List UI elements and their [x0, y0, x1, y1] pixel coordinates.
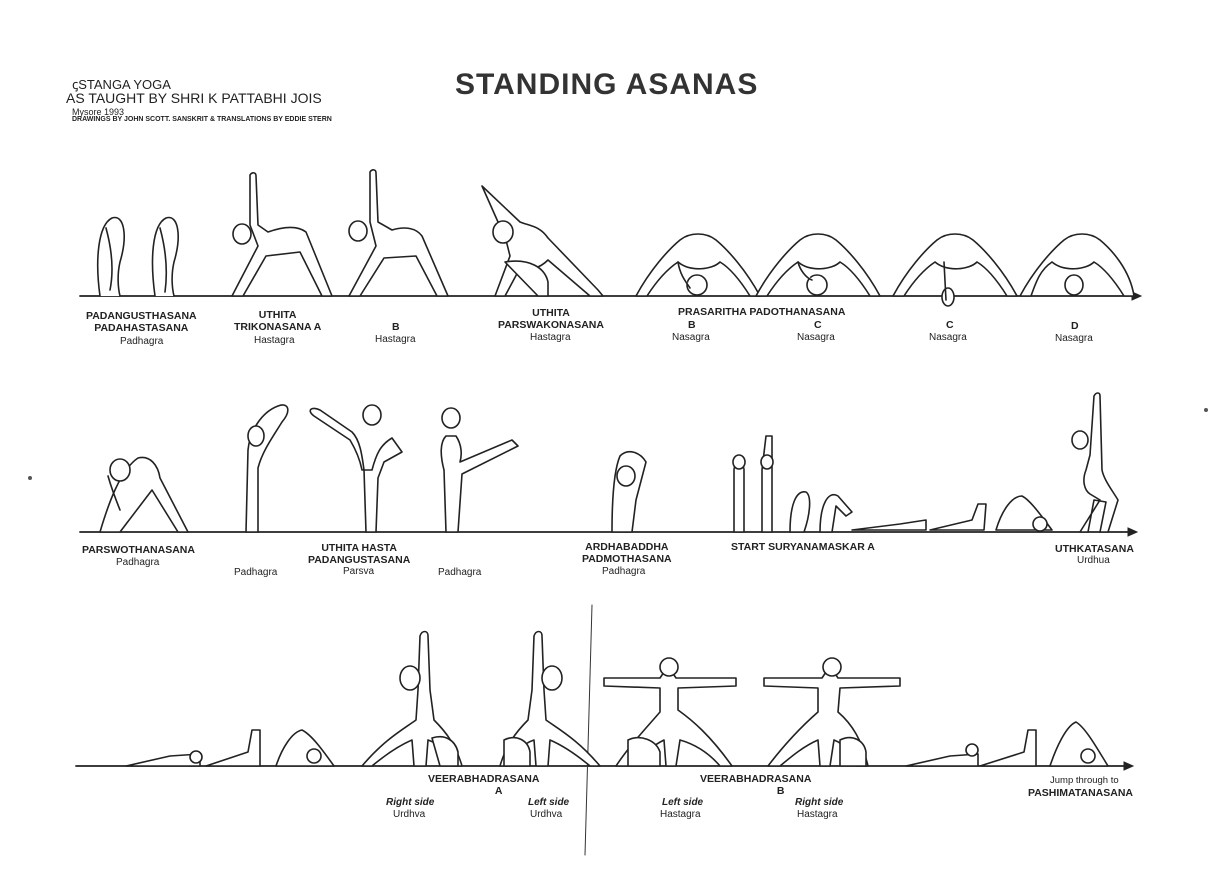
drishti-parswothanasana: Padhagra — [116, 557, 160, 568]
row2-arrow-icon — [1127, 527, 1139, 537]
header-line-ashtanga: ꞔSTANGA YOGA — [72, 77, 171, 92]
header-line-mysore: Mysore 1993 — [72, 107, 125, 117]
drishti-veera-b-left: Hastagra — [660, 809, 701, 820]
prasaritha-d-figure — [1019, 233, 1135, 297]
label-veera-a-right-side: Right side — [386, 797, 435, 808]
parswothanasana-figure — [99, 456, 189, 533]
drishti-padangusthasana: Padhagra — [120, 336, 164, 347]
veerabhadrasana-a-right-figure — [361, 630, 463, 767]
label-veera-b-left-side: Left side — [662, 797, 704, 808]
row3-arrow-icon — [1123, 761, 1135, 771]
label-prasaritha-d: D — [1071, 320, 1079, 332]
drishti-parswakonasana: Hastagra — [530, 332, 571, 343]
hasta-padangustasana-a-figure — [245, 404, 289, 533]
ardhabaddha-figure — [611, 450, 647, 533]
hasta-padangustasana-b-figure — [309, 404, 403, 533]
prasaritha-b-figure — [755, 233, 881, 297]
header-line-credits: DRAWINGS BY JOHN SCOTT. SANSKRIT & TRANS… — [72, 116, 332, 123]
veerabhadrasana-b-left-figure — [603, 657, 737, 767]
veerabhadrasana-b-right-figure — [763, 657, 901, 767]
label-prasaritha-b: B — [688, 319, 696, 331]
drishti-trikonasana-b: Hastagra — [375, 334, 416, 345]
padangusthasana-figure — [96, 216, 179, 297]
row3-vinyasa-left-sequence — [125, 729, 335, 767]
trikonasana-b-figure — [348, 169, 449, 297]
row3-vinyasa-right-sequence — [905, 721, 1109, 767]
drishti-prasaritha-b: Nasagra — [672, 332, 710, 343]
uthkatasana-figure — [1071, 392, 1119, 533]
label-jump-through: Jump through to — [1050, 775, 1119, 786]
prasaritha-a-figure — [635, 233, 761, 297]
drishti-hasta-padangustasana-b: Parsva — [343, 566, 375, 577]
drishti-trikonasana-a: Hastagra — [254, 335, 295, 346]
drishti-prasaritha-c-2: Nasagra — [929, 332, 967, 343]
label-veera-a-left-side: Left side — [528, 797, 570, 808]
label-pashimatanasana: PASHIMATANASANA — [1028, 787, 1133, 799]
label-prasaritha: PRASARITHA PADOTHANASANA — [678, 306, 846, 318]
header-line-taught-by: AS TAUGHT BY SHRI K PATTABHI JOIS — [66, 90, 322, 106]
drishti-hasta-padangustasana-c: Padhagra — [438, 567, 482, 578]
label-prasaritha-c-2: C — [946, 319, 954, 331]
smudge-mark — [1204, 408, 1208, 412]
suryanamaskar-a-sequence — [732, 435, 1053, 533]
drishti-veera-a-right: Urdhva — [393, 809, 426, 820]
trikonasana-a-figure — [231, 172, 333, 297]
drishti-ardhabaddha: Padhagra — [602, 566, 646, 577]
label-start-suryanamaskar: START SURYANAMASKAR A — [731, 541, 875, 553]
page-title: STANDING ASANAS — [455, 68, 759, 101]
label-veera-b-right-side: Right side — [795, 797, 844, 808]
veerabhadrasana-a-left-figure — [499, 630, 601, 767]
drishti-prasaritha-c: Nasagra — [797, 332, 835, 343]
label-prasaritha-c: C — [814, 319, 822, 331]
smudge-mark — [28, 476, 32, 480]
drishti-prasaritha-d: Nasagra — [1055, 333, 1093, 344]
drishti-veera-b-right: Hastagra — [797, 809, 838, 820]
label-trikonasana-b: B — [392, 321, 400, 333]
drishti-hasta-padangustasana-a: Padhagra — [234, 567, 278, 578]
prasaritha-c-figure — [892, 233, 1018, 307]
parswakonasana-figure — [481, 185, 604, 297]
label-parswothanasana: PARSWOTHANASANA — [82, 544, 195, 556]
drishti-uthkatasana: Urdhua — [1077, 555, 1110, 566]
hasta-padangustasana-c-figure — [440, 407, 519, 533]
divider-line — [584, 604, 593, 856]
label-uthkatasana: UTHKATASANA — [1055, 543, 1134, 555]
drishti-veera-a-left: Urdhva — [530, 809, 563, 820]
